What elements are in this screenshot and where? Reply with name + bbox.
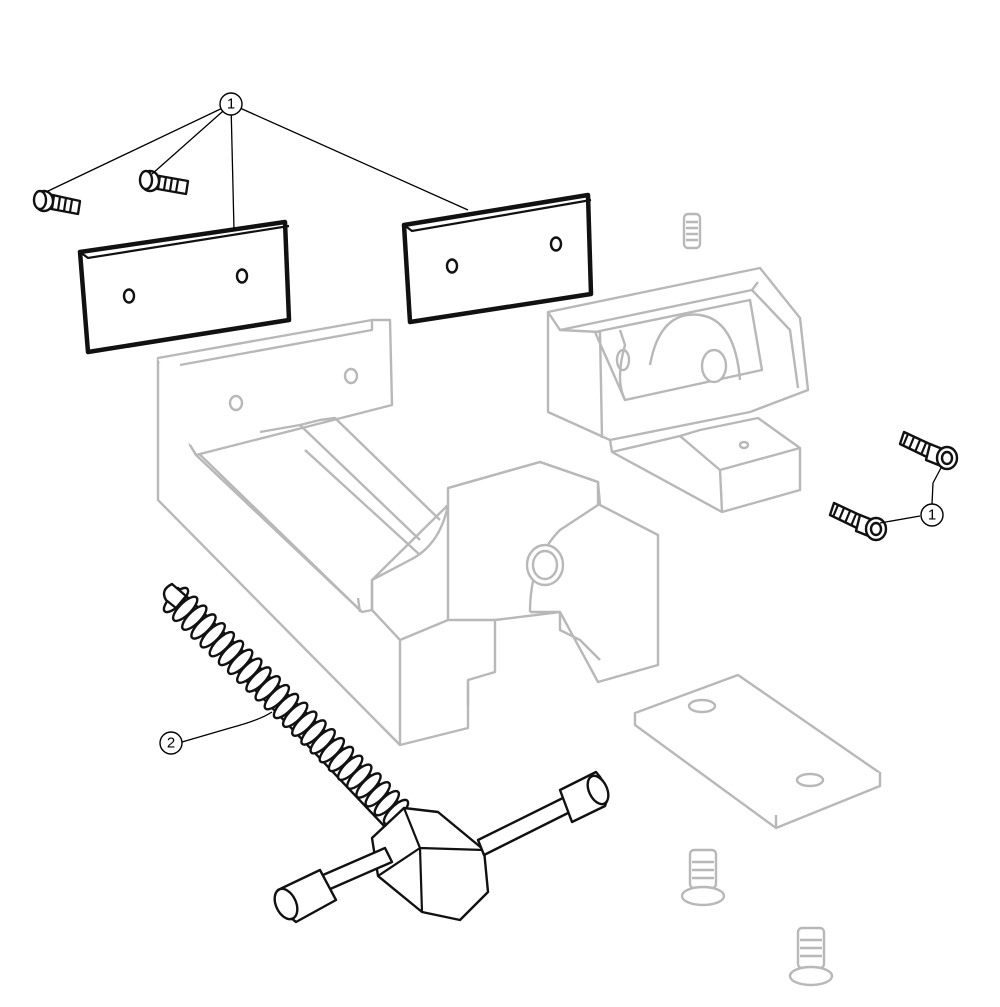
callout-label-2-left: 2 — [167, 735, 175, 752]
callout-1-top: 1 — [45, 92, 469, 231]
plate-bolt-b — [788, 926, 834, 987]
jaw-plate-right — [401, 192, 594, 325]
jaw-plate-left — [77, 219, 292, 355]
plate-bolt-a — [680, 848, 726, 907]
cap-screw-a — [898, 430, 959, 471]
jaw-plate-screw-b — [138, 169, 190, 196]
callout-1-right: 1 — [879, 465, 944, 527]
callout-2-left: 2 — [159, 711, 273, 755]
callout-label-1-top: 1 — [227, 96, 235, 113]
movable-jaw — [546, 266, 810, 514]
cap-screw-b — [828, 501, 888, 542]
jaw-plate-screw-a — [32, 189, 82, 216]
lead-screw — [162, 582, 610, 924]
callout-label-1-right: 1 — [928, 507, 936, 524]
vise-base — [156, 318, 660, 747]
set-screw — [682, 212, 702, 250]
base-plate — [633, 673, 882, 830]
